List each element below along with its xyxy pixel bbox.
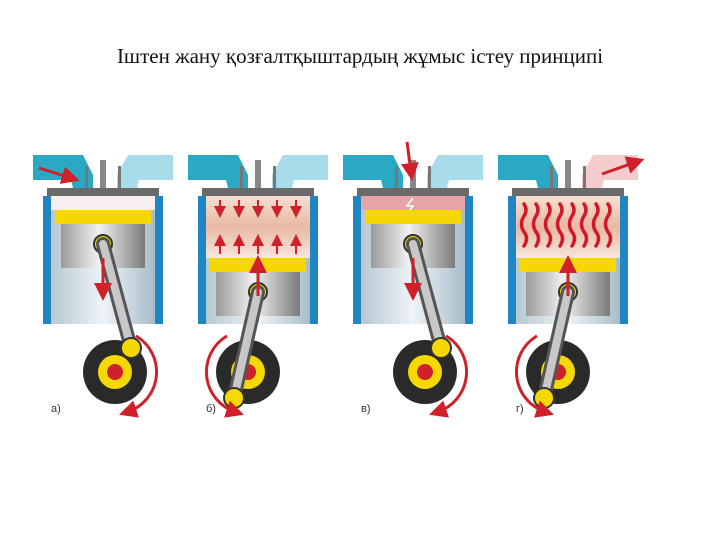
intake-valve-icon	[550, 166, 553, 190]
stroke-1: а)	[33, 155, 173, 418]
cylinder-wall-left	[508, 196, 516, 324]
stroke-label: б)	[206, 403, 216, 415]
spark-plug-icon	[255, 160, 261, 188]
exhaust-flow-arrow	[601, 156, 645, 176]
intake-valve-icon	[395, 166, 398, 190]
cylinder-wall-left	[198, 196, 206, 324]
intake-flow-arrow	[38, 166, 80, 184]
exhaust-valve-icon	[583, 166, 586, 190]
flame-icon	[543, 202, 553, 248]
flame-icon	[591, 202, 601, 248]
connecting-rod-highlight	[409, 240, 445, 352]
stroke-2: б)	[188, 155, 328, 418]
intake-port	[498, 155, 558, 196]
intake-port	[343, 155, 403, 196]
crank-pin-icon	[223, 387, 245, 409]
combustion-chamber-gas	[361, 196, 465, 210]
flame-icon	[555, 202, 565, 248]
cylinder-head	[512, 188, 624, 196]
crankshaft-icon	[417, 364, 433, 380]
combustion-chamber-gas	[51, 196, 155, 210]
flame-icon	[519, 202, 529, 248]
crank-pin-icon	[533, 387, 555, 409]
cylinder-head	[47, 188, 159, 196]
exhaust-valve-icon	[118, 166, 121, 190]
flame-icon	[567, 202, 577, 248]
page-title: Іштен жану қозғалтқыштардың жұмыс істеу …	[116, 44, 604, 68]
cylinder-wall-right	[465, 196, 473, 324]
spark-plug-icon	[100, 160, 106, 188]
flame-icon	[603, 202, 613, 248]
cylinder-head	[357, 188, 469, 196]
stroke-3: в)	[343, 141, 483, 418]
piston-ring	[365, 210, 461, 224]
stroke-label: а)	[51, 403, 61, 415]
rotation-arrow	[204, 334, 244, 418]
crank-pin-icon	[120, 337, 142, 359]
crank-pin-icon	[430, 337, 452, 359]
cylinder-wall-right	[155, 196, 163, 324]
connecting-rod-highlight	[540, 288, 572, 402]
spark-arrow	[400, 141, 419, 181]
flame-icon	[531, 202, 541, 248]
intake-valve-icon	[240, 166, 243, 190]
stroke-label: в)	[361, 403, 371, 415]
stroke-label: г)	[516, 403, 524, 415]
cylinder-head	[202, 188, 314, 196]
exhaust-valve-icon	[428, 166, 431, 190]
exhaust-valve-icon	[273, 166, 276, 190]
rotation-arrow	[429, 334, 469, 418]
exhaust-port	[272, 155, 328, 196]
exhaust-port	[117, 155, 173, 196]
rotation-arrow	[514, 334, 554, 418]
spark-plug-icon	[565, 160, 571, 188]
cylinder-wall-left	[353, 196, 361, 324]
connecting-rod-highlight	[230, 288, 262, 402]
cylinder-wall-left	[43, 196, 51, 324]
cylinder-wall-right	[620, 196, 628, 324]
stroke-4: г)	[498, 155, 645, 418]
rotation-arrow	[119, 334, 159, 418]
intake-valve-icon	[85, 166, 88, 190]
intake-port	[188, 155, 248, 196]
flame-icon	[579, 202, 589, 248]
connecting-rod-highlight	[99, 240, 135, 352]
cylinder-wall-right	[310, 196, 318, 324]
exhaust-port	[427, 155, 483, 196]
piston-ring	[55, 210, 151, 224]
crankshaft-icon	[107, 364, 123, 380]
